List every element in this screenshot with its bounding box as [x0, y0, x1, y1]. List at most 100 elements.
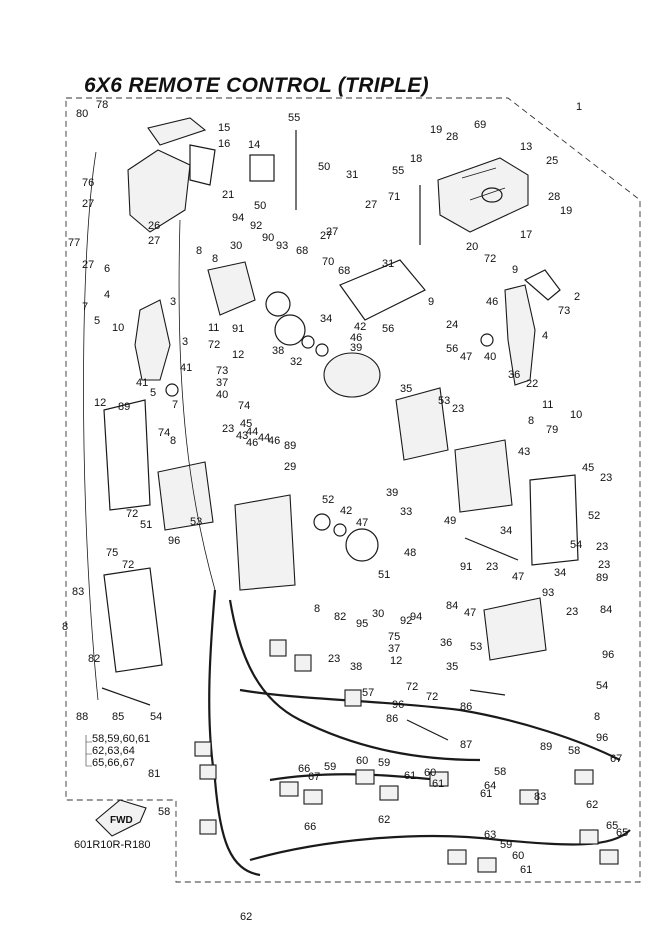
callout-8: 8	[528, 415, 534, 427]
callout-41: 41	[180, 362, 192, 374]
callout-70: 70	[322, 256, 334, 268]
callout-59: 59	[378, 757, 390, 769]
callout-9: 9	[428, 296, 434, 308]
callout-54: 54	[150, 711, 162, 723]
callout-60: 60	[512, 850, 524, 862]
callout-23: 23	[600, 472, 612, 484]
callout-68: 68	[338, 265, 350, 277]
callout-62: 62	[240, 911, 252, 923]
callout-83: 83	[72, 586, 84, 598]
long-bolts	[101, 130, 519, 741]
callout-83: 83	[534, 791, 546, 803]
callout-55: 55	[392, 165, 404, 177]
callout-53: 53	[470, 641, 482, 653]
callout-49: 49	[444, 515, 456, 527]
callout-30: 30	[372, 608, 384, 620]
callout-27: 27	[326, 226, 338, 238]
control-box-housing	[437, 157, 529, 233]
callout-68: 68	[296, 245, 308, 257]
callout-19: 19	[430, 124, 442, 136]
callout-12: 12	[232, 349, 244, 361]
callout-69: 69	[474, 119, 486, 131]
callout-91: 91	[232, 323, 244, 335]
callout-35: 35	[400, 383, 412, 395]
callout-72: 72	[208, 339, 220, 351]
callout-50: 50	[254, 200, 266, 212]
callout-65: 65	[606, 820, 618, 832]
callout-93: 93	[276, 240, 288, 252]
callout-93: 93	[542, 587, 554, 599]
callout-59: 59	[500, 839, 512, 851]
callout-53: 53	[438, 395, 450, 407]
callout-27: 27	[82, 198, 94, 210]
callout-50: 50	[318, 161, 330, 173]
callout-23: 23	[222, 423, 234, 435]
callout-23: 23	[328, 653, 340, 665]
mounting-plate	[339, 259, 426, 321]
callout-11: 11	[208, 322, 219, 334]
callout-86: 86	[460, 701, 472, 713]
callout-76: 76	[82, 177, 94, 189]
callout-73: 73	[216, 365, 228, 377]
callout-27: 27	[82, 259, 94, 271]
callout-54: 54	[570, 539, 582, 551]
callout-96: 96	[596, 732, 608, 744]
callout-67: 67	[308, 771, 320, 783]
callout-23: 23	[566, 606, 578, 618]
callout-91: 91	[460, 561, 472, 573]
callout-47: 47	[464, 607, 476, 619]
callout-7: 7	[82, 301, 88, 313]
group-57-line3: 65,66,67	[92, 757, 135, 769]
callout-39: 39	[386, 487, 398, 499]
callout-28: 28	[446, 131, 458, 143]
callout-92: 92	[250, 220, 262, 232]
callout-62: 62	[586, 799, 598, 811]
callout-67: 67	[610, 753, 622, 765]
callout-58: 58	[568, 745, 580, 757]
callout-82: 82	[334, 611, 346, 623]
callout-46: 46	[268, 435, 280, 447]
callout-45: 45	[240, 418, 252, 430]
callout-89: 89	[540, 741, 552, 753]
callout-19: 19	[560, 205, 572, 217]
callout-82: 82	[88, 653, 100, 665]
callout-5: 5	[150, 387, 156, 399]
callout-58: 58	[158, 806, 170, 818]
top-cover	[127, 117, 275, 233]
callout-46: 46	[246, 437, 258, 449]
callout-42: 42	[340, 505, 352, 517]
callout-8: 8	[212, 253, 218, 265]
callout-46: 46	[486, 296, 498, 308]
callout-23: 23	[596, 541, 608, 553]
callout-36: 36	[440, 637, 452, 649]
callout-39: 39	[350, 342, 362, 354]
callout-56: 56	[382, 323, 394, 335]
callout-94: 94	[232, 212, 244, 224]
callout-8: 8	[314, 603, 320, 615]
page-title: 6X6 REMOTE CONTROL (TRIPLE)	[84, 74, 429, 97]
group-57-line2: 62,63,64	[92, 745, 135, 757]
callout-64: 64	[484, 780, 496, 792]
callout-53: 53	[190, 516, 202, 528]
callout-3: 3	[170, 296, 176, 308]
harness-connectors	[194, 639, 619, 873]
callout-42: 42	[354, 321, 366, 333]
callout-74: 74	[158, 427, 170, 439]
callout-89: 89	[284, 440, 296, 452]
callout-60: 60	[356, 755, 368, 767]
callout-73: 73	[558, 305, 570, 317]
callout-59: 59	[324, 761, 336, 773]
callout-92: 92	[400, 615, 412, 627]
callout-90: 90	[262, 232, 274, 244]
callout-10: 10	[570, 409, 582, 421]
callout-1: 1	[576, 101, 582, 113]
callout-47: 47	[460, 351, 472, 363]
callout-44: 44	[246, 426, 258, 438]
callout-27: 27	[148, 235, 160, 247]
callout-61: 61	[520, 864, 532, 876]
callout-10: 10	[112, 322, 124, 334]
callout-35: 35	[446, 661, 458, 673]
callout-40: 40	[216, 389, 228, 401]
callout-72: 72	[426, 691, 438, 703]
